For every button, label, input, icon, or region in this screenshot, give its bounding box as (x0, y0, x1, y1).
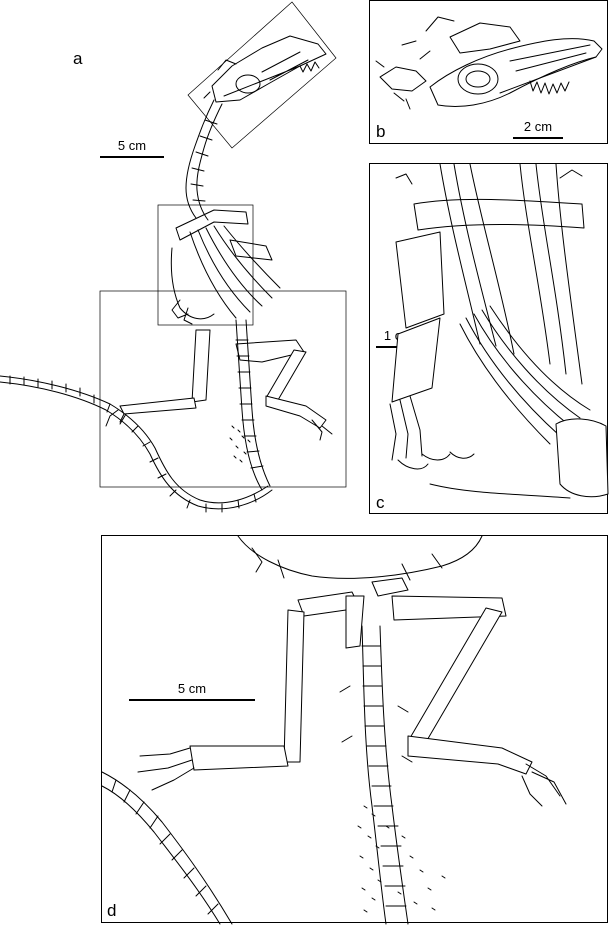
pelvis-and-hindlimbs (105, 329, 333, 441)
panel-a-scale-bar: 5 cm (100, 138, 164, 158)
panel-a-scale-label: 5 cm (117, 138, 147, 153)
panel-a-skeleton-drawing (0, 1, 347, 513)
torso-ribcage (170, 209, 281, 325)
panel-d: d 5 cm (101, 535, 608, 925)
panel-b-label: b (376, 122, 386, 141)
panel-c: c 1 cm (369, 163, 609, 514)
panel-c-label: c (376, 493, 385, 512)
panel-a-label: a (73, 49, 83, 68)
panel-d-scale-bar: 5 cm (129, 681, 255, 701)
skull-outline (203, 35, 327, 103)
gastralia-stipple (357, 805, 446, 913)
inset-frame-c (157, 204, 254, 326)
panel-c-forelimb-drawing (389, 163, 609, 499)
panel-d-scale-label: 5 cm (177, 681, 207, 696)
panel-d-hindlimb-drawing (101, 535, 567, 925)
panel-d-label: d (107, 901, 117, 920)
panel-b-skull-drawing (375, 16, 603, 110)
panel-b: b 2 cm (369, 0, 608, 144)
panel-b-scale-label: 2 cm (523, 119, 553, 134)
neck-vertebrae (185, 99, 223, 221)
inset-frame-d (99, 290, 347, 488)
panel-b-scale-bar: 2 cm (513, 119, 563, 139)
inset-frame-b (187, 1, 337, 149)
spine-and-tail (0, 319, 273, 513)
panel-a: a 5 cm (0, 0, 360, 520)
